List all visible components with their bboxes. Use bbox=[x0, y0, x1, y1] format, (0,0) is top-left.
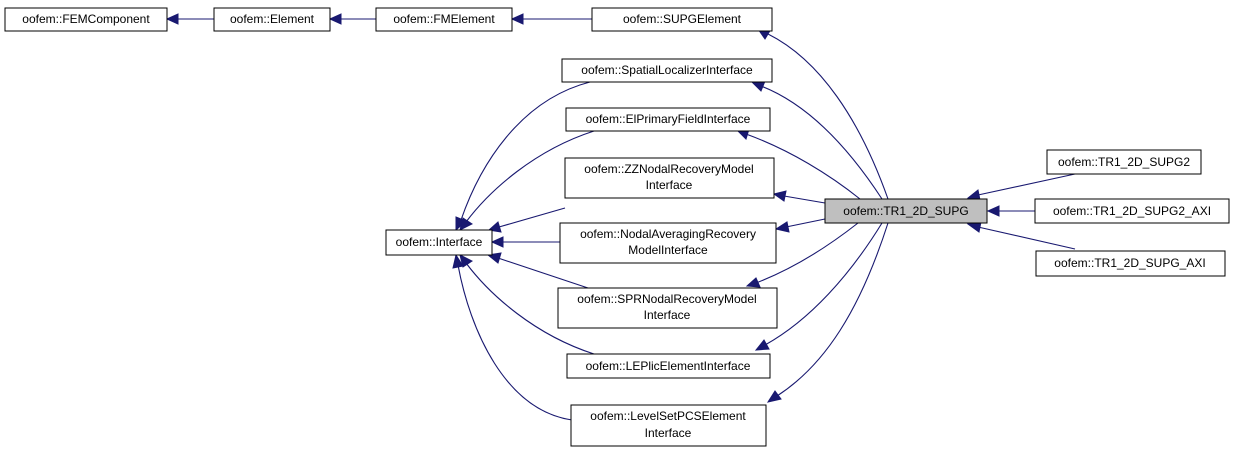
node-el-primary-field-interface[interactable]: oofem::ElPrimaryFieldInterface bbox=[565, 107, 771, 132]
node-tr1supg-label: oofem::TR1_2D_SUPG bbox=[843, 204, 968, 218]
edge-tr1supgaxi-to-tr1supg bbox=[977, 226, 1076, 250]
node-levelset-label-line1: oofem::LevelSetPCSElement bbox=[590, 409, 746, 423]
node-levelset-label-line2: Interface bbox=[645, 426, 692, 440]
node-tr1-2d-supg2-axi[interactable]: oofem::TR1_2D_SUPG2_AXI bbox=[1034, 198, 1230, 224]
edge-tr1supg-to-sprnodal bbox=[755, 222, 859, 284]
arrow-interface-6 bbox=[459, 254, 473, 268]
node-element[interactable]: oofem::Element bbox=[213, 7, 331, 32]
node-spatial-label: oofem::SpatialLocalizerInterface bbox=[581, 63, 753, 77]
node-nodalavg-label-line2: ModelInterface bbox=[628, 243, 708, 257]
edge-tr1supg-to-elprimary bbox=[745, 133, 861, 200]
node-fmelement-label: oofem::FMElement bbox=[393, 12, 495, 26]
node-leplic-element-interface[interactable]: oofem::LEPlicElementInterface bbox=[566, 353, 771, 379]
arrow-leplic bbox=[754, 339, 770, 351]
arrow-tr1supg-b bbox=[986, 205, 1000, 217]
edge-tr1supg-to-nodalavg bbox=[785, 218, 826, 228]
edge-zznodal-to-interface bbox=[498, 207, 566, 228]
node-sprnodal-label-line1: oofem::SPRNodalRecoveryModel bbox=[577, 292, 756, 306]
arrow-interface-2 bbox=[459, 217, 473, 231]
node-interface-label: oofem::Interface bbox=[396, 235, 483, 249]
node-interface[interactable]: oofem::Interface bbox=[385, 229, 493, 256]
node-femcomponent-label: oofem::FEMComponent bbox=[22, 12, 150, 26]
node-elprimary-label: oofem::ElPrimaryFieldInterface bbox=[586, 112, 751, 126]
node-tr1-2d-supg2[interactable]: oofem::TR1_2D_SUPG2 bbox=[1046, 149, 1202, 175]
node-femcomponent[interactable]: oofem::FEMComponent bbox=[4, 7, 168, 32]
edge-levelset-to-interface bbox=[457, 264, 573, 421]
edge-tr1supg-to-levelset bbox=[776, 222, 889, 397]
node-spatial-localizer-interface[interactable]: oofem::SpatialLocalizerInterface bbox=[561, 58, 773, 83]
arrow-element bbox=[328, 13, 342, 25]
nodes-layer: oofem::FEMComponent oofem::Element oofem… bbox=[4, 7, 1230, 447]
node-level-set-pcs-element-interface[interactable]: oofem::LevelSetPCSElement Interface bbox=[570, 404, 767, 447]
arrow-fmelement bbox=[510, 13, 524, 25]
arrow-zznodal bbox=[772, 190, 787, 202]
node-sprnodal-label-line2: Interface bbox=[644, 308, 691, 322]
node-supgelement[interactable]: oofem::SUPGElement bbox=[591, 7, 773, 32]
node-tr1supg2axi-label: oofem::TR1_2D_SUPG2_AXI bbox=[1053, 204, 1211, 218]
edge-tr1supg-to-zznodal bbox=[783, 195, 826, 204]
node-tr1-2d-supg-axi[interactable]: oofem::TR1_2D_SUPG_AXI bbox=[1035, 250, 1226, 277]
node-nodal-averaging-recovery-model-interface[interactable]: oofem::NodalAveragingRecovery ModelInter… bbox=[559, 222, 777, 264]
node-zznodal-label-line1: oofem::ZZNodalRecoveryModel bbox=[584, 162, 753, 176]
node-zz-nodal-recovery-model-interface[interactable]: oofem::ZZNodalRecoveryModel Interface bbox=[564, 157, 775, 199]
node-zznodal-label-line2: Interface bbox=[646, 178, 693, 192]
node-supgelement-label: oofem::SUPGElement bbox=[623, 12, 742, 26]
node-tr1supg2-label: oofem::TR1_2D_SUPG2 bbox=[1058, 155, 1190, 169]
node-element-label: oofem::Element bbox=[230, 12, 315, 26]
node-nodalavg-label-line1: oofem::NodalAveragingRecovery bbox=[580, 227, 756, 241]
arrow-interface-7 bbox=[452, 253, 464, 269]
arrow-nodalavg bbox=[774, 221, 790, 233]
arrow-femcomponent bbox=[165, 13, 179, 25]
edge-tr1supg-to-spatial bbox=[760, 85, 883, 200]
arrow-sprnodal bbox=[745, 277, 761, 288]
edge-elprimary-to-interface bbox=[465, 130, 595, 223]
node-spr-nodal-recovery-model-interface[interactable]: oofem::SPRNodalRecoveryModel Interface bbox=[557, 287, 778, 329]
edge-tr1supg-to-leplic bbox=[764, 222, 883, 346]
arrow-interface-4 bbox=[490, 236, 504, 248]
edge-spatial-to-interface bbox=[460, 81, 591, 221]
node-leplic-label: oofem::LEPlicElementInterface bbox=[586, 359, 751, 373]
edge-leplic-to-interface bbox=[465, 262, 595, 355]
arrow-levelset bbox=[766, 390, 782, 403]
node-fmelement[interactable]: oofem::FMElement bbox=[375, 7, 513, 32]
edge-sprnodal-to-interface bbox=[497, 257, 598, 292]
node-tr1supgaxi-label: oofem::TR1_2D_SUPG_AXI bbox=[1054, 256, 1205, 270]
edge-tr1supg-to-supgelement bbox=[767, 33, 889, 200]
node-tr1-2d-supg[interactable]: oofem::TR1_2D_SUPG bbox=[824, 198, 988, 224]
edge-tr1supg2-to-tr1supg bbox=[977, 173, 1076, 196]
